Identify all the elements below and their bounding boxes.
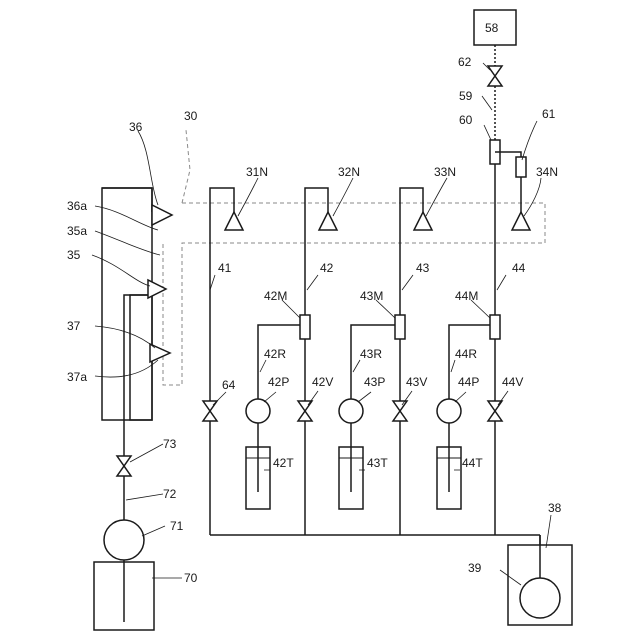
mixer-42M bbox=[300, 315, 310, 339]
pump-42P-icon bbox=[246, 399, 270, 423]
valve-43V-icon bbox=[393, 401, 407, 421]
label-35a: 35a bbox=[67, 224, 87, 238]
label-60: 60 bbox=[459, 113, 473, 127]
label-41: 41 bbox=[218, 261, 232, 275]
label-73: 73 bbox=[163, 437, 177, 451]
label-35: 35 bbox=[67, 248, 81, 262]
nozzle-31N-icon bbox=[225, 212, 243, 230]
label-44T: 44T bbox=[462, 456, 483, 470]
vessel-top-line bbox=[102, 188, 152, 212]
label-44P: 44P bbox=[458, 375, 479, 389]
nozzle-34N-icon bbox=[512, 212, 530, 230]
label-44: 44 bbox=[512, 261, 526, 275]
label-34N: 34N bbox=[536, 165, 558, 179]
label-38: 38 bbox=[548, 501, 562, 515]
valve-73-icon bbox=[117, 456, 131, 476]
label-58: 58 bbox=[485, 21, 499, 35]
region-30-boundary bbox=[163, 203, 545, 385]
label-71: 71 bbox=[170, 519, 184, 533]
line-42 bbox=[305, 188, 328, 535]
label-42: 42 bbox=[320, 261, 334, 275]
label-33N: 33N bbox=[434, 165, 456, 179]
line-43 bbox=[400, 188, 423, 535]
label-36: 36 bbox=[129, 120, 143, 134]
label-43M: 43M bbox=[360, 289, 383, 303]
leader-lines bbox=[92, 63, 551, 585]
label-31N: 31N bbox=[246, 165, 268, 179]
fitting-61 bbox=[516, 157, 526, 177]
label-39: 39 bbox=[468, 561, 482, 575]
pump-71-icon bbox=[104, 520, 144, 560]
label-43P: 43P bbox=[364, 375, 385, 389]
valve-42V-icon bbox=[298, 401, 312, 421]
nozzle-32N-icon bbox=[319, 212, 337, 230]
label-42R: 42R bbox=[264, 347, 286, 361]
label-43R: 43R bbox=[360, 347, 382, 361]
label-42M: 42M bbox=[264, 289, 287, 303]
label-70: 70 bbox=[184, 571, 198, 585]
nozzle-35-pipe bbox=[124, 295, 148, 420]
label-44V: 44V bbox=[502, 375, 523, 389]
label-72: 72 bbox=[163, 487, 177, 501]
label-37: 37 bbox=[67, 319, 81, 333]
label-42T: 42T bbox=[273, 456, 294, 470]
label-59: 59 bbox=[459, 89, 473, 103]
label-64: 64 bbox=[222, 378, 236, 392]
label-44M: 44M bbox=[455, 289, 478, 303]
vessel-body bbox=[102, 188, 152, 420]
line-41 bbox=[210, 188, 234, 535]
pump-39-icon bbox=[520, 578, 560, 618]
pump-44P-icon bbox=[437, 399, 461, 423]
label-43T: 43T bbox=[367, 456, 388, 470]
label-43V: 43V bbox=[406, 375, 427, 389]
mixer-44M bbox=[490, 315, 500, 339]
label-42P: 42P bbox=[268, 375, 289, 389]
vessel-inner-wall bbox=[130, 295, 152, 420]
valve-64-icon bbox=[203, 401, 217, 421]
nozzle-36-icon bbox=[152, 205, 172, 225]
pump-43P-icon bbox=[339, 399, 363, 423]
valve-62-icon bbox=[488, 66, 502, 86]
label-44R: 44R bbox=[455, 347, 477, 361]
label-42V: 42V bbox=[312, 375, 333, 389]
mixer-43M bbox=[395, 315, 405, 339]
label-37a: 37a bbox=[67, 370, 87, 384]
label-61: 61 bbox=[542, 107, 556, 121]
label-36a: 36a bbox=[67, 199, 87, 213]
nozzle-33N-icon bbox=[414, 212, 432, 230]
label-62: 62 bbox=[458, 55, 472, 69]
label-30: 30 bbox=[184, 109, 198, 123]
label-43: 43 bbox=[416, 261, 430, 275]
valve-44V-icon bbox=[488, 401, 502, 421]
region-30-leader bbox=[182, 130, 190, 203]
label-32N: 32N bbox=[338, 165, 360, 179]
